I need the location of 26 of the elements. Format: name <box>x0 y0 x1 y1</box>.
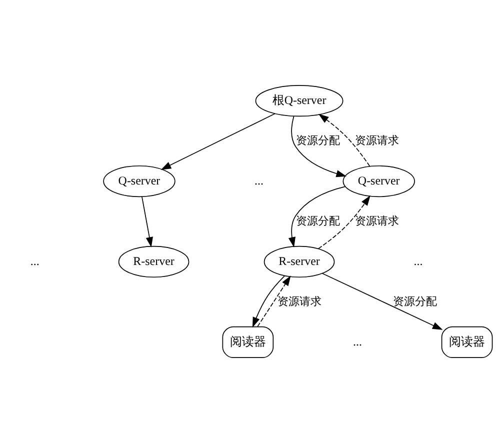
arrow <box>322 272 443 330</box>
edge-label: 资源请求 <box>355 134 400 147</box>
node-ellipse: Q-server <box>342 165 415 198</box>
node-box: 阅读器 <box>441 326 493 358</box>
edge-label: 资源分配 <box>392 296 437 308</box>
arrow <box>291 116 347 178</box>
arrow <box>257 276 291 327</box>
edge-label: 资源请求 <box>277 296 322 308</box>
node-ellipse: R-server <box>118 246 190 278</box>
node-ellipse: R-server <box>264 246 335 278</box>
arrow <box>142 196 153 248</box>
edge-label: 资源分配 <box>296 215 340 228</box>
node-ellipse: 根Q-server <box>255 85 344 117</box>
edge-label: 资源请求 <box>355 215 400 228</box>
label: ... <box>352 334 362 348</box>
edge-label: 资源分配 <box>296 134 340 147</box>
arrow <box>160 113 276 170</box>
arrow <box>318 114 370 166</box>
label: ... <box>254 173 264 188</box>
arrow <box>318 195 370 250</box>
label: ... <box>30 254 40 268</box>
arrow <box>288 186 346 248</box>
arrow <box>252 276 285 328</box>
node-box: 阅读器 <box>222 326 274 358</box>
node-ellipse: Q-server <box>103 165 176 198</box>
label: ... <box>414 254 423 268</box>
